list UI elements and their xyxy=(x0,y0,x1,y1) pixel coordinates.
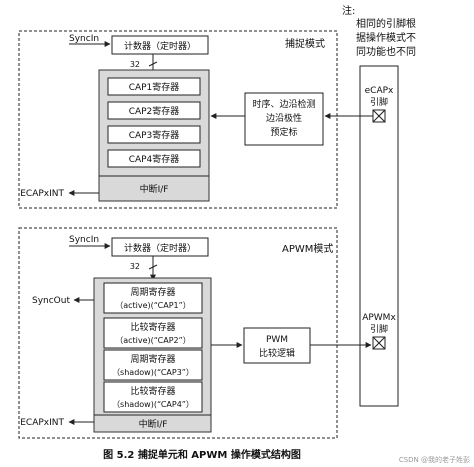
apwm-counter-label: 计数器（定时器） xyxy=(124,242,196,254)
apwm-bus-width: 32 xyxy=(130,262,140,271)
capture-bus-width: 32 xyxy=(130,60,140,69)
apwm-reg-compare-shadow xyxy=(103,381,203,413)
apwm-bus-slash xyxy=(148,264,158,270)
apwm-reg-2-line-2: （active)(“CAP2”） xyxy=(115,336,191,345)
apwm-mode-label: APWM模式 xyxy=(282,242,333,255)
edge-logic-box xyxy=(244,92,324,146)
pin-apwm-icon xyxy=(372,336,386,350)
apwm-reg-3-line-1: 周期寄存器 xyxy=(130,353,175,365)
capture-counter-label: 计数器（定时器） xyxy=(124,40,196,52)
capture-bus-slash xyxy=(148,61,158,67)
capture-interrupt-label: 中断I/F xyxy=(140,183,169,195)
pwm-logic-line-2: 比较逻辑 xyxy=(259,347,295,359)
apwm-mode-frame xyxy=(18,227,338,439)
pwm-logic-line-1: PWM xyxy=(266,335,288,345)
pin-apwm-label-2: 引脚 xyxy=(370,324,388,335)
apwm-reg-2-line-1: 比较寄存器 xyxy=(130,321,175,333)
pin-ecap-icon xyxy=(372,109,386,123)
apwm-reg-3-line-2: （shadow)(“CAP3”） xyxy=(112,368,194,377)
capture-mode-label: 捕捉模式 xyxy=(285,37,325,50)
capture-reg-cap2 xyxy=(107,101,201,120)
apwm-reg-period-active xyxy=(103,282,203,314)
note-line-2: 据操作模式不 xyxy=(356,31,416,44)
apwm-reg-period-shadow xyxy=(103,349,203,381)
edge-logic-line-1: 时序、边沿检测 xyxy=(252,98,315,110)
apwm-reg-1-line-2: （active)(“CAP1”） xyxy=(115,301,191,310)
capture-reg-cap4-label: CAP4寄存器 xyxy=(129,153,180,165)
apwm-reg-compare-active xyxy=(103,317,203,349)
capture-reg-cap2-label: CAP2寄存器 xyxy=(129,105,180,117)
edge-logic-line-3: 预定标 xyxy=(270,126,297,138)
apwm-syncout-label: SyncOut xyxy=(32,296,70,306)
edge-logic-line-2: 边沿极性 xyxy=(266,112,302,124)
pin-ecap-label-2: 引脚 xyxy=(370,97,388,108)
apwm-reg-4-line-2: （shadow)(“CAP4”） xyxy=(112,400,194,409)
figure-caption: 图 5.2 捕捉单元和 APWM 操作模式结构图 xyxy=(103,448,301,461)
capture-reg-cap3 xyxy=(107,125,201,144)
note-line-3: 同功能也不同 xyxy=(356,45,416,58)
apwm-reg-4-line-1: 比较寄存器 xyxy=(130,385,175,397)
apwm-interrupt-label: 中断I/F xyxy=(139,418,168,430)
apwm-int-out: ECAPxINT xyxy=(20,418,64,428)
capture-reg-cap4 xyxy=(107,149,201,168)
capture-reg-cap3-label: CAP3寄存器 xyxy=(129,129,180,141)
capture-counter-box xyxy=(111,35,209,55)
capture-mode-frame xyxy=(18,30,338,209)
capture-reg-cap1 xyxy=(107,77,201,96)
apwm-syncin-label: SyncIn xyxy=(69,235,99,245)
capture-syncin-label: SyncIn xyxy=(69,34,99,44)
capture-int-out: ECAPxINT xyxy=(20,189,64,199)
watermark: CSDN @我的老子姓彭 xyxy=(399,455,470,464)
pin-apwm-label-1: APWMx xyxy=(362,313,396,323)
apwm-reg-1-line-1: 周期寄存器 xyxy=(130,286,175,298)
pwm-logic-box xyxy=(243,327,311,364)
pin-ecap-label-1: eCAPx xyxy=(365,86,394,96)
apwm-counter-box xyxy=(111,237,209,257)
note-line-1: 相同的引脚根 xyxy=(356,17,416,30)
capture-reg-cap1-label: CAP1寄存器 xyxy=(129,81,180,93)
note-title: 注: xyxy=(342,4,355,17)
